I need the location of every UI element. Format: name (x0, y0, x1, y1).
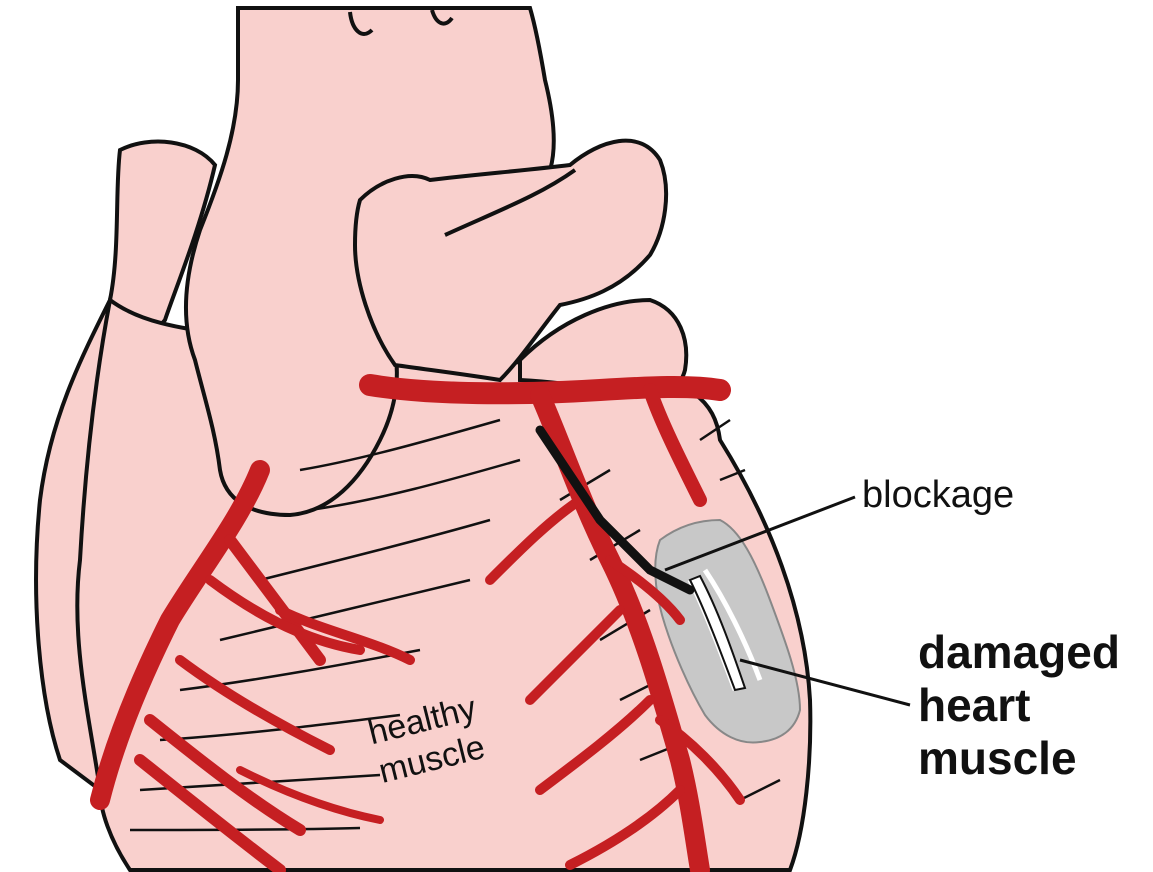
damaged-label-line-3: muscle (918, 732, 1120, 785)
damaged-heart-muscle-label: damaged heart muscle (918, 626, 1120, 785)
damaged-label-line-1: damaged (918, 626, 1120, 679)
blockage-label: blockage (862, 474, 1014, 516)
damaged-label-line-2: heart (918, 679, 1120, 732)
